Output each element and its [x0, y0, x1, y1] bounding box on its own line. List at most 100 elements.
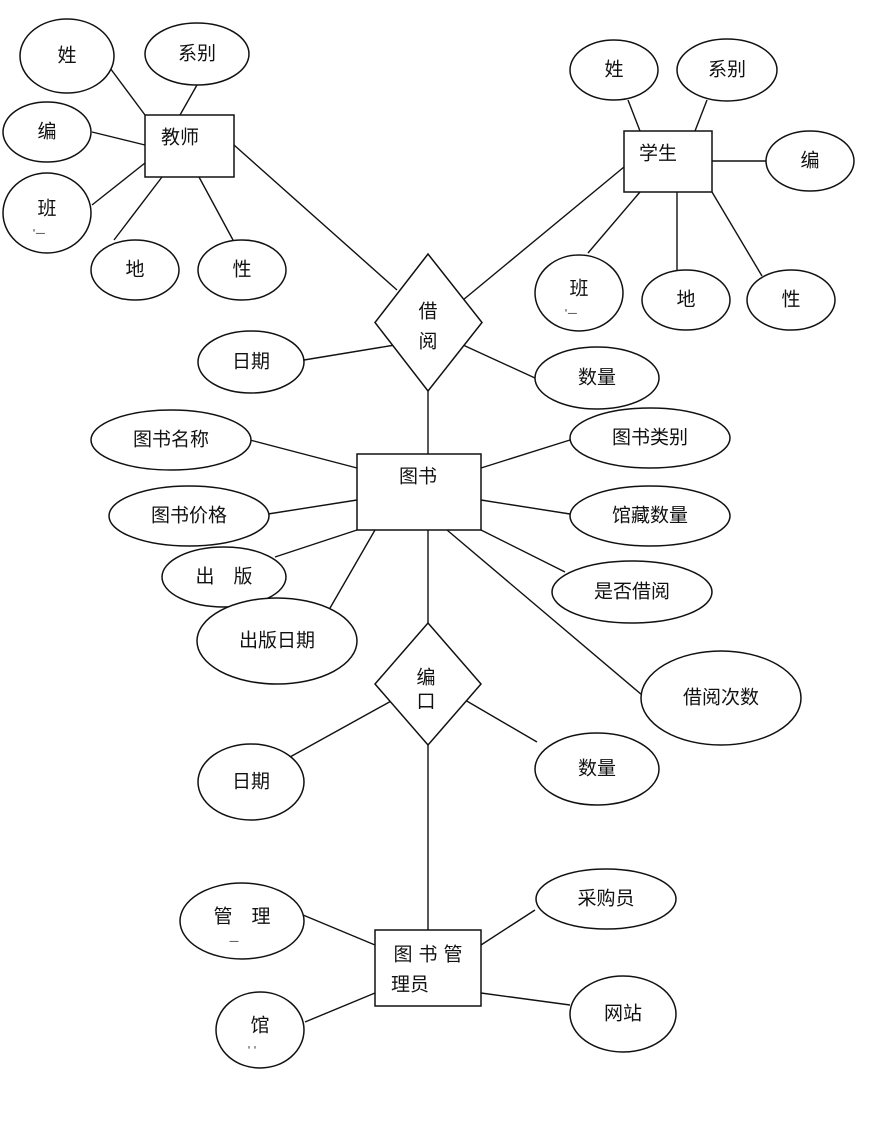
book-attr-publisher-ellipse — [161, 546, 287, 608]
relationship-catalog-label-2: 口 — [416, 691, 435, 713]
connector-line — [462, 344, 536, 379]
entity-book-label: 图书 — [399, 466, 437, 488]
connector-line — [446, 529, 643, 696]
student-attr-surname-ellipse — [569, 39, 659, 101]
teacher-attr-dept-ellipse — [144, 22, 250, 86]
borrow-attr-date-label: 日期 — [232, 351, 270, 373]
connector-line — [267, 499, 358, 515]
connector-line — [289, 699, 394, 758]
connector-line — [711, 191, 763, 277]
catalog-attr-quantity-label: 数量 — [578, 758, 616, 780]
borrow-attr-quantity-ellipse — [534, 346, 660, 410]
student-attr-address-ellipse — [641, 269, 731, 331]
connector-line — [113, 176, 163, 241]
book-attr-name-label: 图书名称 — [133, 429, 209, 451]
entity-librarian-label-2: 理员 — [391, 974, 429, 996]
teacher-attr-class-ellipse — [2, 172, 92, 254]
entity-teacher-label: 教师 — [161, 127, 199, 149]
book-attr-name-ellipse — [90, 409, 252, 471]
student-attr-dept-label: 系别 — [708, 59, 746, 81]
borrow-attr-quantity-label: 数量 — [578, 367, 616, 389]
teacher-attr-class-label-fragment: '— — [33, 228, 46, 239]
catalog-attr-date-label: 日期 — [232, 771, 270, 793]
connector-line — [480, 992, 571, 1006]
student-attr-class-ellipse — [534, 254, 624, 332]
student-attr-number-ellipse — [765, 130, 855, 192]
librarian-attr-hall-label: 馆 — [250, 1015, 269, 1037]
relationship-borrow — [374, 252, 483, 393]
connector-line — [462, 166, 625, 301]
relationship-catalog — [374, 621, 482, 747]
connector-line — [179, 84, 198, 116]
teacher-attr-number-label: 编 — [37, 121, 56, 143]
connector-line — [302, 914, 376, 946]
book-attr-pub-date-label: 出版日期 — [239, 630, 315, 652]
librarian-attr-purchaser-label: 采购员 — [577, 888, 634, 910]
student-attr-dept-ellipse — [676, 38, 778, 102]
connector-line — [303, 344, 396, 361]
book-attr-stock-label: 馆藏数量 — [612, 505, 688, 527]
librarian-attr-website-label: 网站 — [604, 1003, 642, 1025]
librarian-attr-purchaser-ellipse — [535, 868, 677, 930]
book-attr-is-borrowed-label: 是否借阅 — [594, 581, 670, 603]
teacher-attr-surname-ellipse — [19, 18, 115, 94]
entity-student — [623, 130, 713, 193]
connector-line — [480, 909, 536, 946]
connector-line — [480, 529, 566, 573]
connector-line — [109, 67, 146, 116]
book-attr-borrow-count-label: 借阅次数 — [683, 687, 759, 709]
catalog-attr-quantity-ellipse — [534, 732, 660, 806]
librarian-attr-hall-label-fragment: ' ' — [248, 1045, 257, 1056]
catalog-attr-date-ellipse — [197, 743, 305, 821]
student-attr-gender-label: 性 — [781, 289, 800, 311]
connector-line — [325, 529, 376, 616]
connector-line — [233, 144, 398, 291]
relationship-borrow-label-1: 借 — [418, 301, 437, 323]
connector-line — [274, 529, 358, 558]
connector-line — [587, 191, 641, 254]
teacher-attr-surname-label: 姓 — [57, 45, 76, 67]
entity-librarian — [374, 929, 482, 1007]
book-attr-is-borrowed-ellipse — [551, 560, 713, 624]
librarian-attr-manager-ellipse — [179, 882, 305, 960]
borrow-attr-date-ellipse — [197, 330, 305, 394]
student-attr-class-label-fragment: '— — [565, 308, 578, 319]
librarian-attr-hall-ellipse — [215, 991, 305, 1069]
student-attr-gender-ellipse — [746, 269, 836, 331]
teacher-attr-class-label: 班 — [37, 198, 56, 220]
relationship-catalog-label-1: 编 — [416, 667, 435, 689]
connector-line — [694, 99, 708, 132]
book-attr-price-label: 图书价格 — [151, 505, 227, 527]
entity-book — [356, 453, 482, 531]
connector-line — [198, 176, 234, 241]
connector-line — [91, 162, 146, 206]
entity-teacher — [144, 114, 235, 178]
student-attr-surname-label: 姓 — [604, 59, 623, 81]
connector-line — [464, 699, 538, 743]
teacher-attr-number-ellipse — [2, 101, 92, 163]
student-attr-class-label: 班 — [569, 278, 588, 300]
teacher-attr-dept-label: 系别 — [178, 43, 216, 65]
book-attr-borrow-count-ellipse — [640, 650, 802, 746]
connector-line — [480, 499, 571, 515]
connector-line — [627, 99, 641, 132]
book-attr-category-label: 图书类别 — [612, 427, 688, 449]
teacher-attr-address-label: 地 — [125, 259, 144, 281]
book-attr-pub-date-ellipse — [196, 597, 358, 685]
book-attr-category-ellipse — [569, 407, 731, 469]
librarian-attr-website-ellipse — [569, 975, 677, 1053]
book-attr-publisher-label: 出 版 — [195, 566, 252, 588]
connector-line — [91, 131, 146, 146]
book-attr-price-ellipse — [108, 485, 270, 547]
teacher-attr-address-ellipse — [90, 239, 180, 301]
librarian-attr-manager-label: 管 理 — [213, 906, 270, 928]
book-attr-stock-ellipse — [569, 485, 731, 547]
teacher-attr-gender-ellipse — [197, 239, 287, 301]
entity-librarian-label-1: 图 书 管 — [393, 944, 462, 966]
student-attr-number-label: 编 — [800, 150, 819, 172]
connector-line — [249, 439, 358, 469]
teacher-attr-gender-label: 性 — [232, 259, 251, 281]
relationship-borrow-label-2: 阅 — [418, 331, 437, 353]
librarian-attr-manager-label-fragment: — — [229, 936, 239, 947]
